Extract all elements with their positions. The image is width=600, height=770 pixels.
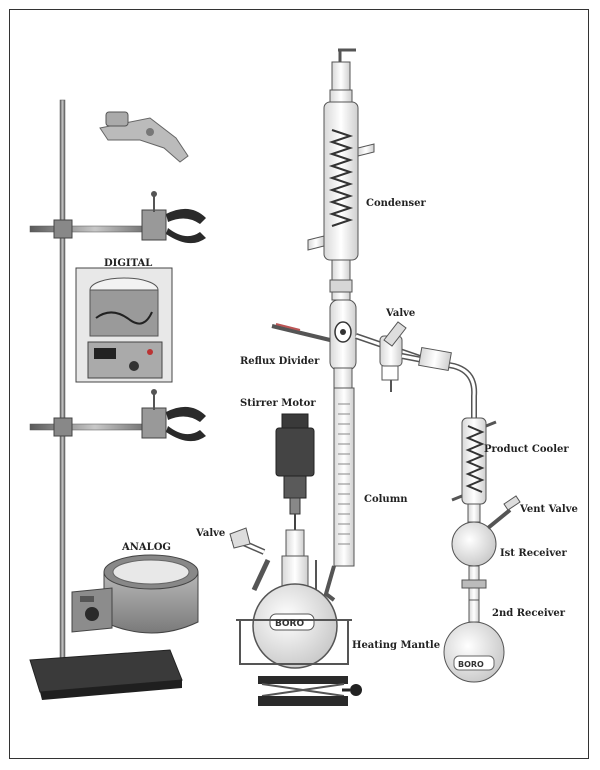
product-cooler (452, 418, 496, 522)
label-column: Column (364, 494, 408, 505)
reaction-flask (230, 528, 337, 668)
label-analog: ANALOG (121, 542, 171, 553)
lab-jack (258, 676, 362, 706)
analog-heating-mantle (72, 555, 198, 633)
column (326, 388, 354, 600)
loose-clamp (100, 112, 188, 162)
digital-heating-mantle (76, 268, 172, 382)
product-line (402, 348, 474, 420)
label-heating-mantle: Heating Mantle (352, 640, 440, 651)
lower-clamp (30, 389, 206, 441)
label-condenser: Condenser (366, 198, 427, 209)
label-stirrer-motor: Stirrer Motor (240, 398, 316, 409)
receiver-brand-mark: BORO (458, 660, 484, 669)
label-digital: DIGITAL (104, 258, 152, 269)
label-vent-valve: Vent Valve (519, 504, 578, 515)
label-product-cooler: Product Cooler (484, 444, 569, 455)
label-left-valve: Valve (195, 528, 225, 539)
label-top-valve: Valve (385, 308, 415, 319)
label-second-receiver: 2nd Receiver (492, 608, 566, 619)
condenser (308, 50, 374, 300)
upper-clamp (30, 191, 206, 243)
label-reflux-divider: Reflux Divider (240, 356, 320, 367)
label-first-receiver: Ist Receiver (500, 548, 568, 559)
flask-brand-mark: BORO (275, 619, 304, 629)
